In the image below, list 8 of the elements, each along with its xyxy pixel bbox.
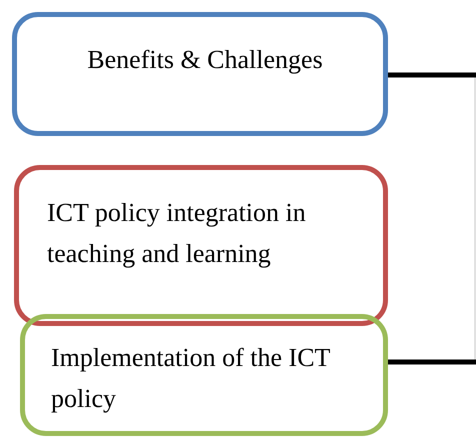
rounded-box bbox=[14, 165, 388, 326]
rounded-box bbox=[12, 12, 388, 136]
box-label: ICT policy integration in teaching and learning bbox=[47, 197, 307, 270]
box-label: Implementation of the ICT policy bbox=[51, 342, 331, 415]
rounded-box bbox=[20, 314, 388, 436]
box-label: Benefits & Challenges bbox=[86, 44, 324, 76]
connector-line bbox=[388, 360, 476, 364]
connector-line bbox=[388, 72, 476, 78]
